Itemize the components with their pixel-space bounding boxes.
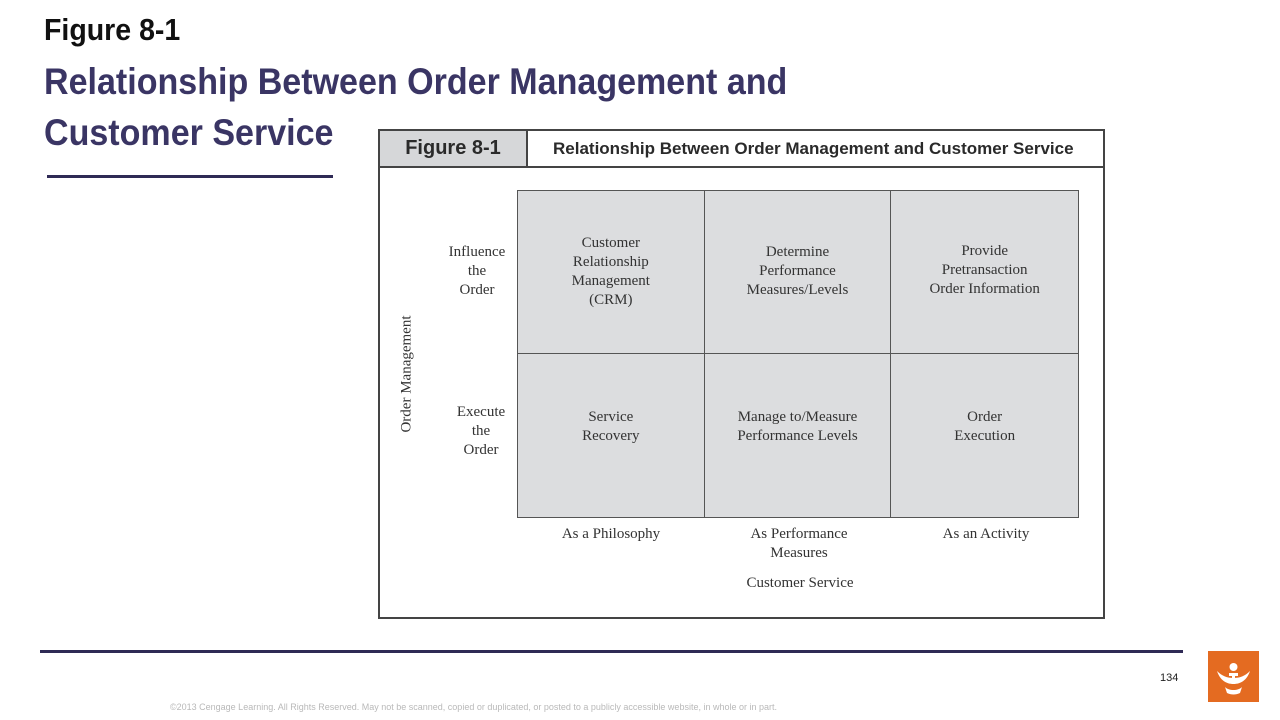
matrix-cell: Provide Pretransaction Order Information: [891, 191, 1078, 354]
column-label-philosophy: As a Philosophy: [561, 526, 661, 542]
copyright-notice: ©2013 Cengage Learning. All Rights Reser…: [170, 702, 777, 712]
figure-number: Figure 8-1: [44, 12, 181, 47]
relationship-matrix: Customer Relationship Management (CRM) D…: [517, 190, 1079, 518]
matrix-cell-text: Customer Relationship Management (CRM): [571, 235, 650, 308]
matrix-cell: Order Execution: [891, 354, 1078, 517]
slide-title: Relationship Between Order Management an…: [44, 61, 788, 153]
page-number: 134: [1160, 672, 1179, 684]
row-label-influence: Influence the Order: [448, 244, 506, 298]
column-label-activity: As an Activity: [942, 526, 1030, 542]
cengage-logo-graphic: [1208, 651, 1259, 702]
x-axis-label: Customer Service: [746, 575, 854, 591]
matrix-cell-text: Service Recovery: [582, 408, 640, 444]
footer-divider: [40, 650, 1183, 653]
figure-header-label: Figure 8-1: [380, 131, 528, 166]
matrix-cell-text: Provide Pretransaction Order Information: [929, 243, 1040, 297]
figure-header-title: Relationship Between Order Management an…: [553, 139, 1074, 158]
cengage-logo-icon: [1208, 651, 1259, 702]
title-underline: [47, 175, 333, 178]
row-label-execute: Execute the Order: [456, 404, 506, 458]
matrix-cell: Customer Relationship Management (CRM): [518, 191, 705, 354]
y-axis-label: Order Management: [398, 315, 415, 433]
matrix-cell-text: Determine Performance Measures/Levels: [746, 244, 849, 298]
column-label-measures: As Performance Measures: [750, 526, 848, 561]
figure-image: Figure 8-1 Relationship Between Order Ma…: [378, 129, 1105, 619]
figure-header: Figure 8-1 Relationship Between Order Ma…: [380, 131, 1103, 168]
matrix-cell-text: Manage to/Measure Performance Levels: [737, 408, 858, 444]
matrix-cell: Determine Performance Measures/Levels: [704, 191, 892, 354]
matrix-cell-text: Order Execution: [954, 408, 1016, 444]
matrix-cell: Service Recovery: [518, 354, 705, 517]
matrix-cell: Manage to/Measure Performance Levels: [705, 354, 892, 517]
